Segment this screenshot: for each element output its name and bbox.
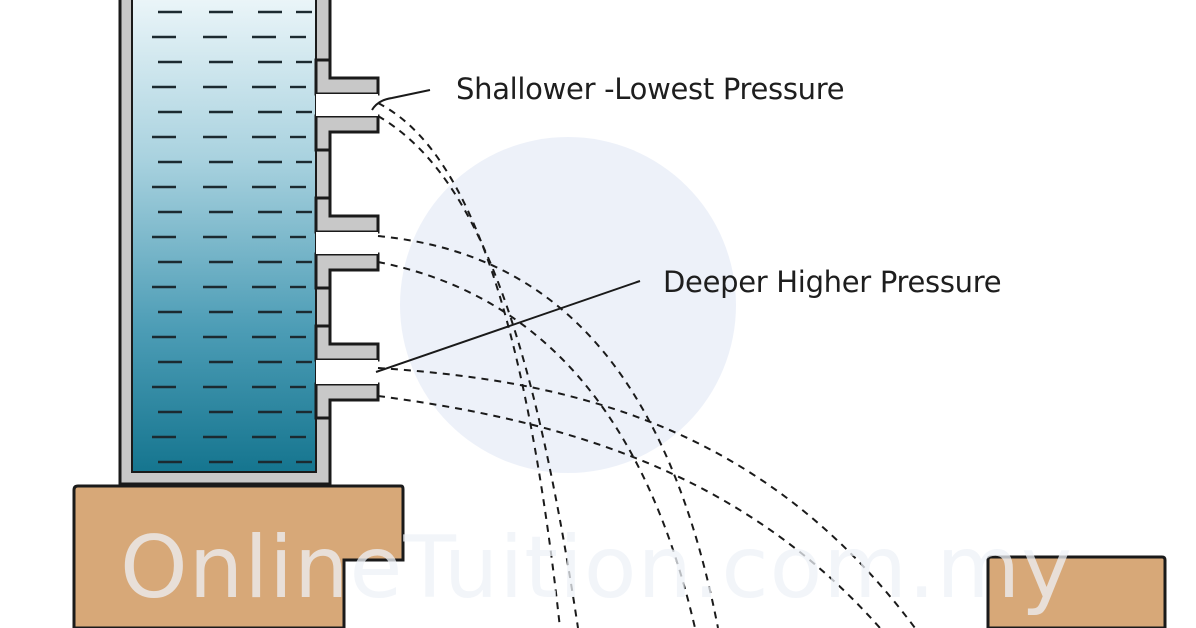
spout-opening — [316, 94, 378, 116]
stream-middle-upper — [377, 235, 719, 628]
spout-upper-lip — [314, 58, 380, 96]
deep-leader-line — [375, 280, 641, 373]
watermark-text: OnlineTuition.com.my — [120, 518, 1074, 618]
right-base-block — [986, 555, 1167, 628]
deep-pressure-label: Deeper Higher Pressure — [663, 265, 1002, 299]
spout-opening — [316, 232, 378, 254]
spout-lower-lip — [314, 114, 380, 152]
spout-lower-lip — [314, 252, 380, 290]
stream-top-upper — [377, 102, 561, 628]
left-base-block — [72, 484, 405, 628]
spouts — [314, 58, 380, 420]
spout-opening — [316, 360, 378, 384]
spout-upper-lip — [314, 324, 380, 362]
stream-top-lower — [377, 115, 579, 628]
water-streams — [377, 102, 916, 628]
shallow-pressure-label: Shallower -Lowest Pressure — [456, 72, 845, 106]
stream-middle-lower — [377, 261, 696, 628]
spout-upper-lip — [314, 196, 380, 234]
spout-lower-lip — [314, 382, 380, 420]
stream-bottom-lower — [377, 395, 881, 628]
water-dash-marks — [152, 10, 312, 464]
shallow-leader-line — [371, 89, 431, 111]
stream-bottom-upper — [377, 367, 916, 628]
